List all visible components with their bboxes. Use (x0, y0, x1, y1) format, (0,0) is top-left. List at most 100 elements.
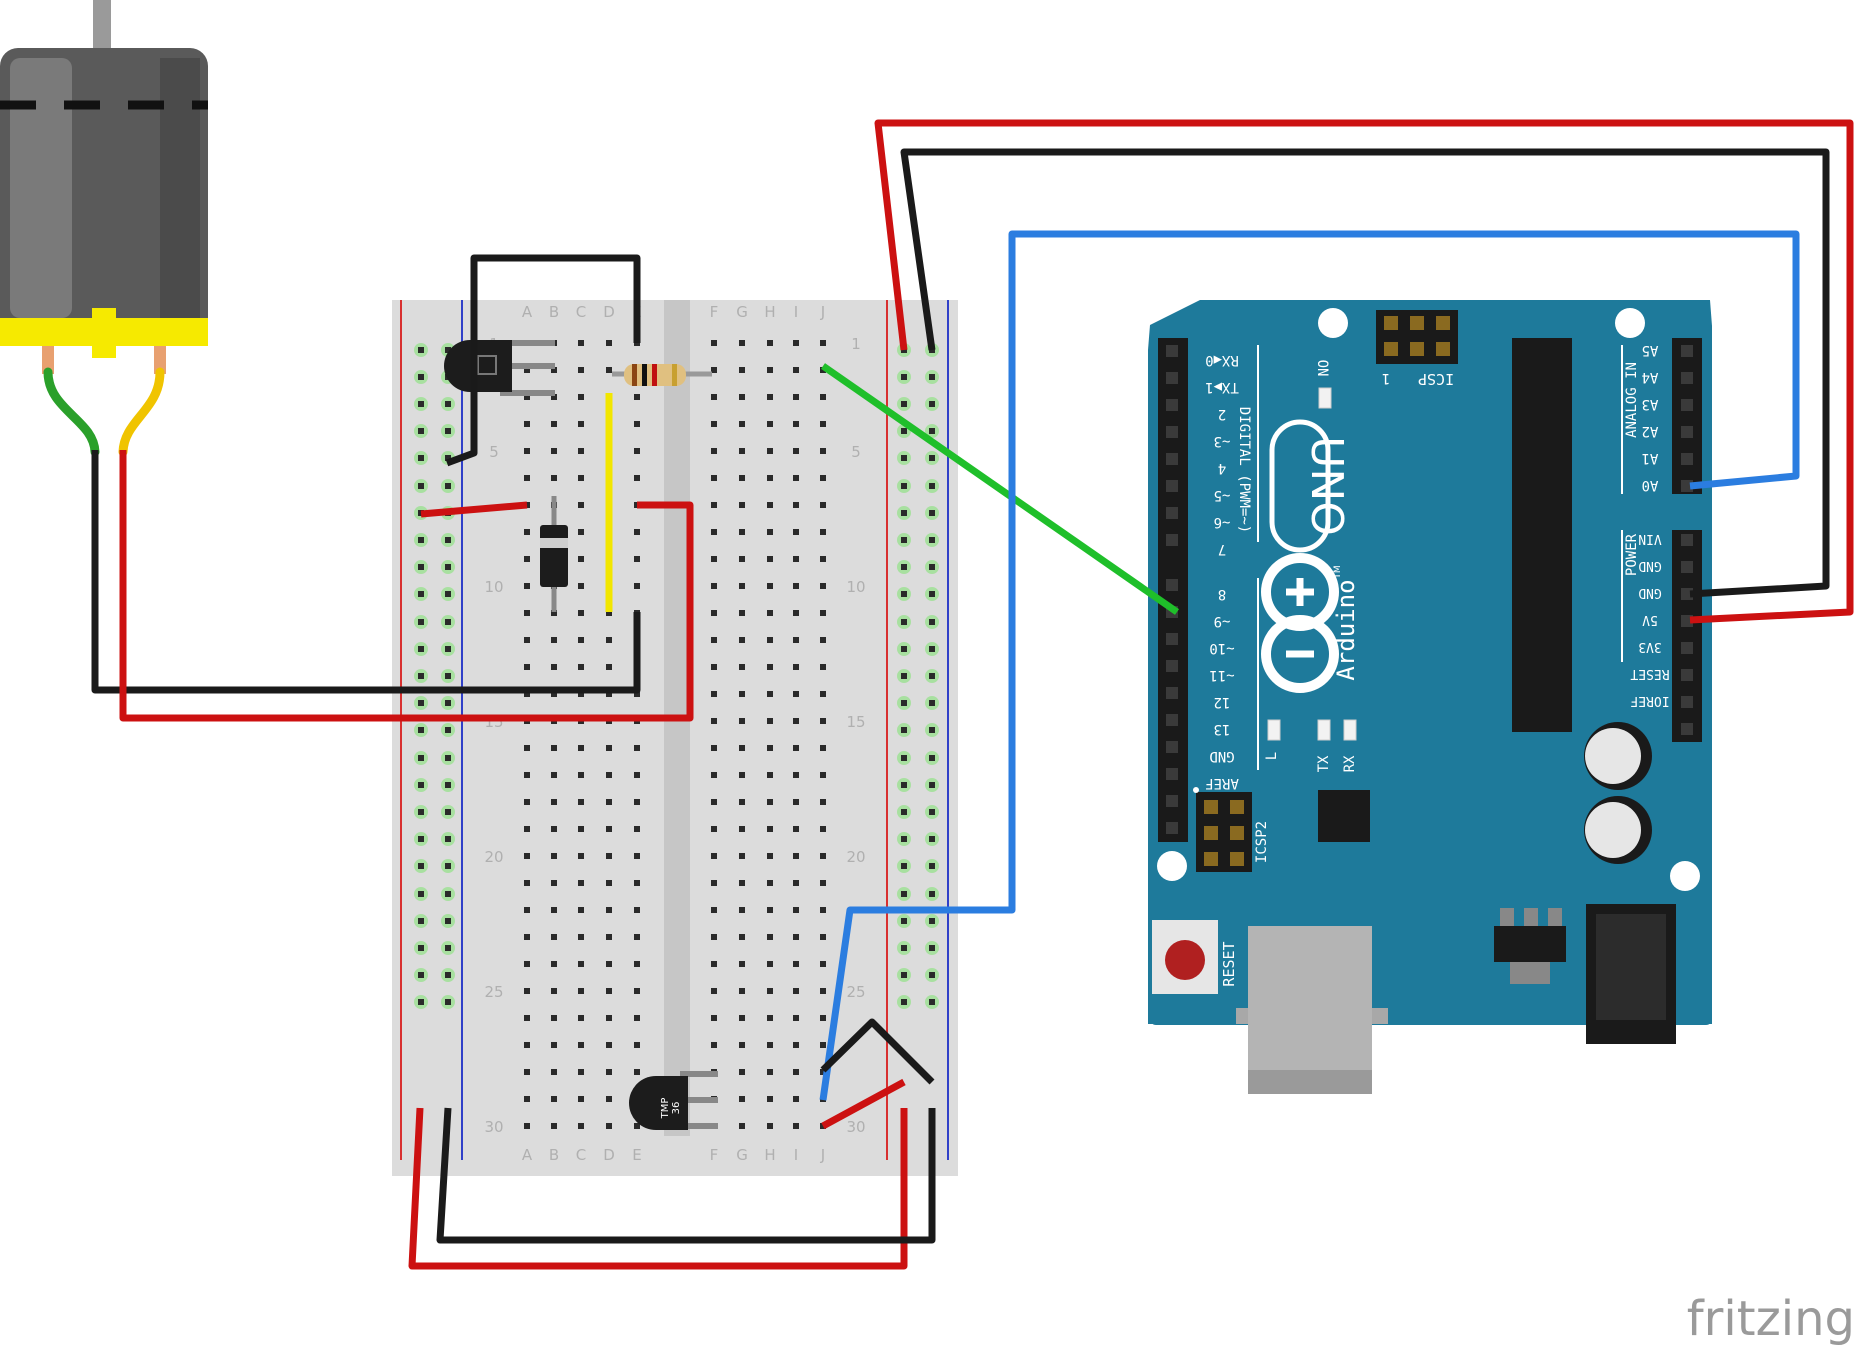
breadboard-hole (820, 826, 826, 832)
breadboard-hole (578, 745, 584, 751)
breadboard-hole (793, 610, 799, 616)
tmp36-sensor: TMP 36 (629, 1071, 718, 1130)
voltage-regulator (1494, 908, 1566, 984)
digital-pin-label: ~5 (1214, 487, 1231, 503)
breadboard-hole (634, 853, 640, 859)
analog-pin-label: A3 (1642, 396, 1659, 412)
breadboard-hole (793, 988, 799, 994)
resistor (612, 364, 712, 386)
breadboard-hole (524, 448, 530, 454)
capacitor (1584, 722, 1652, 790)
breadboard-hole (739, 826, 745, 832)
breadboard-hole (524, 745, 530, 751)
breadboard-hole (793, 367, 799, 373)
analog-pin-label: A0 (1642, 477, 1659, 493)
breadboard-hole (524, 583, 530, 589)
breadboard-hole (578, 853, 584, 859)
row-number: 20 (484, 848, 503, 866)
digital-pin-label: ~11 (1209, 667, 1234, 683)
breadboard-hole (578, 394, 584, 400)
mounting-hole (1157, 851, 1187, 881)
breadboard-hole (739, 367, 745, 373)
breadboard-hole (578, 988, 584, 994)
wire-red-rail-bridge (408, 1107, 908, 1270)
header-socket (1166, 741, 1178, 753)
breadboard-hole (820, 340, 826, 346)
breadboard-hole (739, 880, 745, 886)
breadboard-hole (606, 1123, 612, 1129)
breadboard-hole (793, 394, 799, 400)
breadboard-hole (711, 421, 717, 427)
uno-logo-outline (1269, 419, 1331, 553)
breadboard-hole (767, 448, 773, 454)
breadboard-hole (578, 907, 584, 913)
breadboard-hole (739, 448, 745, 454)
breadboard-hole (711, 772, 717, 778)
breadboard-hole (767, 610, 773, 616)
diode (540, 496, 568, 612)
breadboard-hole (578, 799, 584, 805)
breadboard-hole (739, 961, 745, 967)
breadboard-hole (793, 502, 799, 508)
breadboard-hole (767, 1096, 773, 1102)
breadboard-hole (551, 475, 557, 481)
breadboard-hole (524, 826, 530, 832)
breadboard-hole (739, 637, 745, 643)
breadboard-hole (767, 421, 773, 427)
breadboard-hole (711, 475, 717, 481)
digital-pin-label: 7 (1218, 541, 1226, 557)
breadboard-hole (634, 826, 640, 832)
breadboard-hole (793, 718, 799, 724)
header-socket (1166, 822, 1178, 834)
breadboard-hole (820, 853, 826, 859)
digital-pin-label: ~9 (1214, 613, 1231, 629)
breadboard-hole (711, 907, 717, 913)
header-socket (1681, 534, 1693, 546)
breadboard-hole (711, 745, 717, 751)
breadboard-hole (767, 961, 773, 967)
reset-button-cap[interactable] (1165, 940, 1205, 980)
header-socket (1166, 714, 1178, 726)
breadboard-hole (793, 880, 799, 886)
breadboard-hole (551, 772, 557, 778)
breadboard-hole (820, 718, 826, 724)
tmp36-label-line1: TMP (660, 1098, 671, 1120)
breadboard-hole (793, 853, 799, 859)
row-number: 5 (851, 443, 861, 461)
breadboard-hole (551, 961, 557, 967)
mounting-hole (1318, 308, 1348, 338)
analog-header (1672, 338, 1702, 494)
breadboard-hole (524, 529, 530, 535)
digital-pin-label: ~6 (1214, 514, 1231, 530)
on-label: ON (1314, 360, 1330, 377)
header-socket (1166, 345, 1178, 357)
breadboard-hole (578, 610, 584, 616)
breadboard-hole (524, 475, 530, 481)
breadboard-hole (711, 340, 717, 346)
breadboard-hole (793, 826, 799, 832)
breadboard-hole (578, 826, 584, 832)
row-number: 30 (846, 1118, 865, 1136)
header-socket (1166, 453, 1178, 465)
wire-red-motor (119, 450, 694, 722)
power-pin-label: VIN (1638, 531, 1661, 546)
row-number: 20 (846, 848, 865, 866)
breadboard-hole (711, 664, 717, 670)
breadboard-hole (793, 799, 799, 805)
breadboard-hole (634, 448, 640, 454)
breadboard-hole (739, 988, 745, 994)
breadboard-hole (793, 907, 799, 913)
header-socket (1166, 579, 1178, 591)
led-tx (1317, 719, 1331, 741)
breadboard-hole (578, 1096, 584, 1102)
breadboard-hole (634, 961, 640, 967)
breadboard-hole (578, 583, 584, 589)
breadboard-hole (767, 907, 773, 913)
breadboard-hole (634, 988, 640, 994)
breadboard-hole (606, 799, 612, 805)
breadboard-hole (606, 664, 612, 670)
column-letter: D (603, 303, 615, 321)
breadboard-hole (551, 1015, 557, 1021)
breadboard-hole (793, 556, 799, 562)
